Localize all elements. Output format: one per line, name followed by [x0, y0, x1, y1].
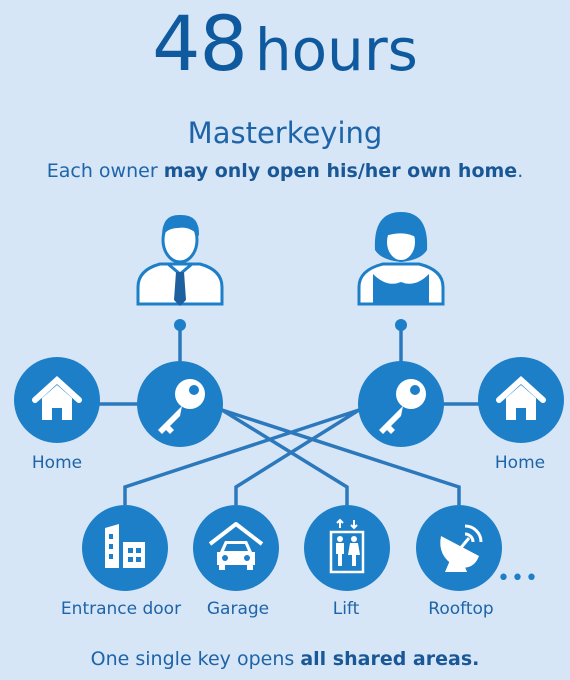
man-icon	[136, 214, 224, 306]
building-icon	[82, 505, 168, 591]
tagline-bold: may only open his/her own home	[163, 160, 518, 182]
garage-icon	[193, 505, 279, 591]
tagline-suffix: .	[517, 160, 524, 182]
key-icon-left	[137, 361, 223, 447]
home-right-label: Home	[494, 453, 546, 473]
satellite-dish-icon	[416, 505, 502, 591]
entrance-door-label: Entrance door	[60, 599, 182, 619]
footer-caption: One single key opens all shared areas.	[0, 648, 570, 670]
lift-label: Lift	[332, 599, 360, 619]
rooftop-label: Rooftop	[428, 599, 494, 619]
connection-lines	[90, 325, 485, 505]
headline-number: 48	[152, 0, 248, 88]
subtitle: Masterkeying	[187, 116, 383, 150]
footer-bold: all shared areas.	[300, 648, 480, 670]
woman-icon	[357, 212, 445, 306]
tagline-prefix: Each owner	[46, 160, 164, 182]
headline-unit: hours	[254, 16, 418, 84]
more-items-indicator: •••	[497, 566, 539, 591]
key-icon-right	[358, 361, 444, 447]
home-left-label: Home	[31, 453, 83, 473]
home-icon-left	[14, 357, 100, 443]
home-icon-right	[478, 357, 564, 443]
garage-label: Garage	[206, 599, 270, 619]
footer-prefix: One single key opens	[90, 648, 301, 670]
elevator-icon	[304, 505, 390, 591]
tagline: Each owner may only open his/her own hom…	[0, 160, 570, 182]
